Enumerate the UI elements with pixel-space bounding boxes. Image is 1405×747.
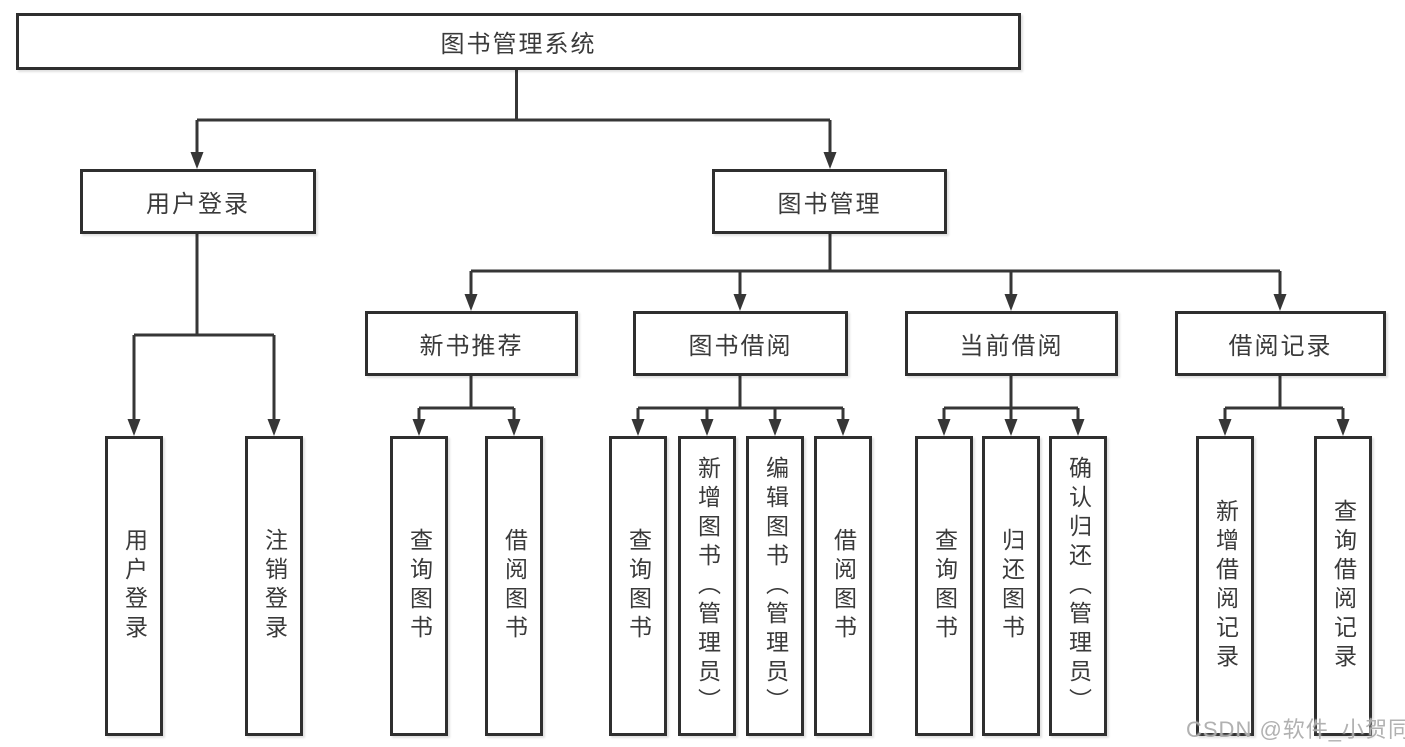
node-label: 图书管理系统 <box>440 31 597 58</box>
leaf-user-login: 用户登录 <box>105 436 163 736</box>
node-label: 借阅图书 <box>830 528 857 644</box>
leaf-confirm-return-admin: 确认归还（管理员） <box>1049 436 1107 736</box>
node-label: 图书借阅 <box>688 333 793 360</box>
leaf-add-books-admin: 新增图书（管理员） <box>678 436 736 736</box>
node-label: 借阅记录 <box>1228 333 1333 360</box>
leaf-query-books-2: 查询图书 <box>609 436 667 736</box>
node-label: 用户登录 <box>146 191 250 218</box>
leaf-add-borrow-record: 新增借阅记录 <box>1196 436 1254 736</box>
node-label: 新书推荐 <box>419 333 524 360</box>
node-label: 用户登录 <box>121 528 148 644</box>
node-label: 确认归还（管理员） <box>1065 455 1092 717</box>
node-borrowing-records: 借阅记录 <box>1175 311 1386 376</box>
node-label: 注销登录 <box>261 528 288 644</box>
leaf-return-books: 归还图书 <box>982 436 1040 736</box>
node-library-management-system: 图书管理系统 <box>16 13 1021 70</box>
node-label: 归还图书 <box>998 528 1025 644</box>
node-new-book-recommendation: 新书推荐 <box>365 311 578 376</box>
node-book-management: 图书管理 <box>712 169 947 234</box>
node-user-login: 用户登录 <box>80 169 316 234</box>
leaf-logout: 注销登录 <box>245 436 303 736</box>
node-label: 借阅图书 <box>501 528 528 644</box>
node-label: 新增图书（管理员） <box>694 455 721 717</box>
node-label: 当前借阅 <box>959 333 1064 360</box>
leaf-query-borrow-record: 查询借阅记录 <box>1314 436 1372 736</box>
leaf-edit-books-admin: 编辑图书（管理员） <box>746 436 804 736</box>
node-book-borrowing: 图书借阅 <box>633 311 848 376</box>
node-label: 查询图书 <box>406 528 433 644</box>
leaf-borrow-books-2: 借阅图书 <box>814 436 872 736</box>
node-current-borrowing: 当前借阅 <box>905 311 1118 376</box>
node-label: 编辑图书（管理员） <box>762 455 789 717</box>
node-label: 查询借阅记录 <box>1330 499 1357 673</box>
connector-strokes <box>132 70 1345 420</box>
csdn-watermark: CSDN @软件_小贺同学 <box>1186 717 1405 742</box>
leaf-query-books-3: 查询图书 <box>915 436 973 736</box>
node-label: 查询图书 <box>931 528 958 644</box>
node-label: 图书管理 <box>777 191 882 218</box>
connector-arrowheads <box>127 152 1350 436</box>
node-label: 查询图书 <box>625 528 652 644</box>
leaf-query-books-1: 查询图书 <box>390 436 448 736</box>
node-label: 新增借阅记录 <box>1212 499 1239 673</box>
leaf-borrow-books-1: 借阅图书 <box>485 436 543 736</box>
